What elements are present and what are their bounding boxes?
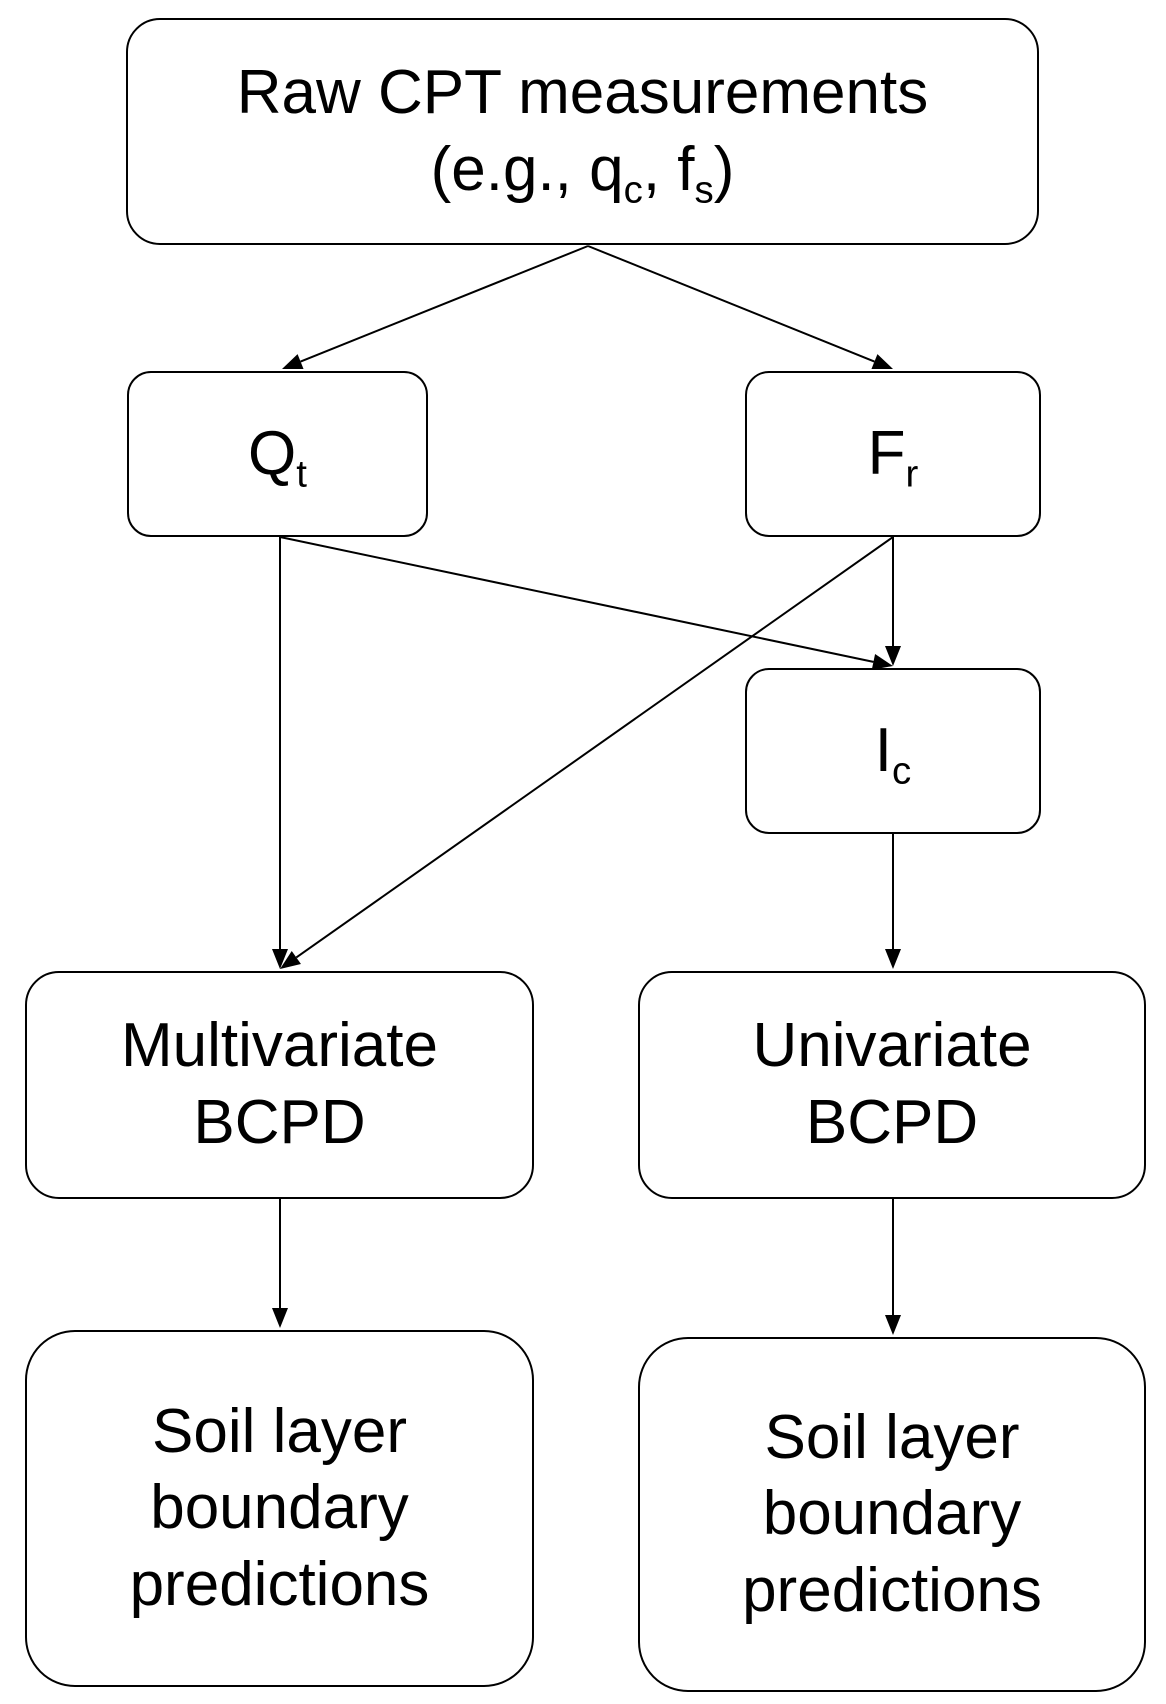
raw-cpt-measurements-box: Raw CPT measurements (e.g., qc, fs) — [126, 18, 1039, 245]
multivariate-bcpd-label: BCPD — [193, 1088, 366, 1157]
arrow-head — [885, 949, 901, 969]
soil-right-line1: Soil layer — [764, 1403, 1020, 1473]
arrow-qt-to-multivariate — [272, 537, 288, 969]
soil-layer-predictions-left-box: Soil layer boundary predictions — [25, 1330, 534, 1687]
arrow-head — [871, 654, 893, 670]
arrow-fr-to-ic — [885, 537, 901, 666]
arrow-head — [272, 949, 288, 969]
arrow-head — [282, 354, 304, 369]
soil-layer-predictions-right-box: Soil layer boundary predictions — [638, 1337, 1146, 1692]
soil-right-line3: predictions — [742, 1555, 1042, 1625]
arrow-line — [279, 536, 874, 663]
multivariate-bcpd-box: Multivariate BCPD — [25, 971, 534, 1199]
arrow-head — [871, 354, 893, 369]
arrow-head — [280, 950, 301, 969]
ic-box: Ic — [745, 668, 1041, 834]
soil-left-line3: predictions — [129, 1549, 430, 1619]
univariate-label: Univariate — [752, 1011, 1032, 1081]
arrow-head — [272, 1308, 288, 1328]
arrow-multivariate-to-soil_left — [272, 1199, 288, 1328]
fr-box: Fr — [745, 371, 1041, 537]
raw-cpt-title: Raw CPT measurements — [236, 57, 929, 127]
arrow-ic-to-univariate — [885, 834, 901, 969]
fr-label: Fr — [867, 418, 919, 495]
arrow-head — [885, 1315, 901, 1335]
arrow-univariate-to-soil_right — [885, 1199, 901, 1335]
arrow-fr-to-multivariate — [280, 536, 894, 969]
qt-label: Qt — [248, 418, 307, 495]
soil-left-line1: Soil layer — [152, 1397, 407, 1467]
arrow-raw-to-qt — [282, 245, 589, 369]
qt-box: Qt — [127, 371, 428, 537]
arrow-head — [885, 646, 901, 666]
soil-right-line2: boundary — [762, 1479, 1022, 1549]
raw-cpt-example: (e.g., qc, fs) — [430, 134, 735, 211]
soil-left-line2: boundary — [150, 1473, 409, 1543]
arrow-raw-to-fr — [587, 245, 893, 369]
arrow-line — [295, 536, 894, 959]
arrow-qt-to-ic — [279, 536, 893, 670]
univariate-bcpd-box: Univariate BCPD — [638, 971, 1146, 1199]
multivariate-label: Multivariate — [121, 1011, 438, 1081]
ic-label: Ic — [874, 715, 912, 792]
arrow-line — [300, 245, 589, 363]
univariate-bcpd-label: BCPD — [805, 1088, 979, 1157]
arrow-line — [587, 245, 875, 363]
